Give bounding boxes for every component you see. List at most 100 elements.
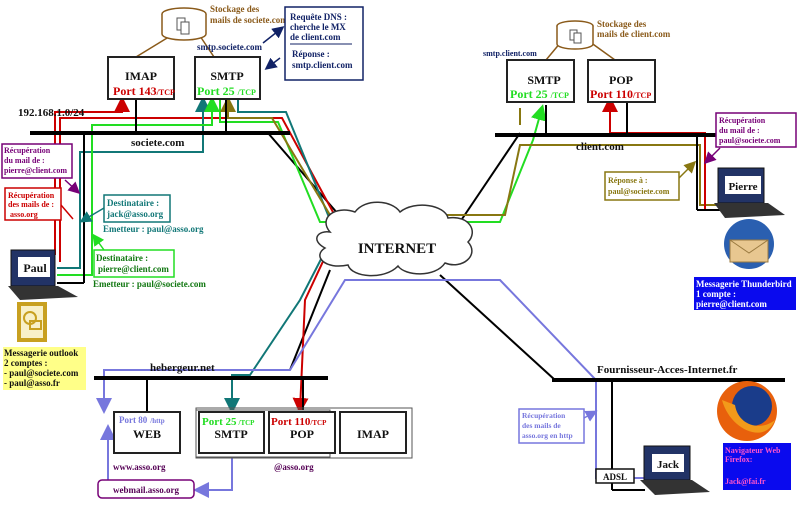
pierre-reponse-callout: Réponse à : paul@societe.com	[604, 160, 697, 201]
subnet-label: 192.168.1.0/24	[18, 107, 85, 119]
svg-text:Destinataire :: Destinataire :	[96, 253, 148, 263]
smtp-client-hostname: smtp.client.com	[483, 49, 537, 58]
client-network-label: client.com	[576, 141, 624, 153]
hebergeur-pop-server: Port 110/TCP POP	[268, 411, 336, 454]
svg-text:du mail de :: du mail de :	[4, 156, 45, 165]
smtp-societe-hostname: smtp.societe.com	[197, 42, 262, 52]
svg-text:du mail de :: du mail de :	[719, 126, 760, 135]
svg-text:Requête DNS :: Requête DNS :	[290, 12, 347, 22]
svg-text:webmail.asso.org: webmail.asso.org	[113, 485, 179, 495]
paul-emetteur-asso: Emetteur : paul@asso.org	[103, 224, 204, 234]
svg-text:IMAP: IMAP	[357, 427, 389, 441]
outlook-icon	[17, 302, 47, 342]
svg-text:Jack@fai.fr: Jack@fai.fr	[725, 477, 766, 486]
hebergeur-web-server: Port 80/http WEB	[113, 411, 181, 454]
outlook-label: Messagerie outlook 2 comptes : - paul@so…	[3, 347, 86, 390]
client-storage: Stockage des mails de client.com	[556, 19, 671, 50]
webmail-box[interactable]: webmail.asso.org	[97, 479, 195, 499]
svg-text:Récupération: Récupération	[4, 146, 51, 155]
svg-text:Port 143/TCP: Port 143/TCP	[113, 84, 175, 98]
svg-text:smtp.client.com: smtp.client.com	[292, 60, 353, 70]
paul-recup-asso-callout: Récupération des mails de : asso.org	[4, 187, 74, 221]
svg-text:Port 110/TCP: Port 110/TCP	[590, 87, 651, 101]
societe-smtp-server: SMTP Port 25/TCP	[194, 56, 261, 100]
svg-text:Pierre: Pierre	[728, 181, 757, 193]
svg-text:asso.org: asso.org	[10, 210, 38, 219]
svg-text:mails de societe.com: mails de societe.com	[210, 15, 288, 25]
adsl-box: ADSL	[595, 468, 635, 484]
svg-text:Port 25/TCP: Port 25/TCP	[197, 84, 256, 98]
pierre-recup-callout: Récupération du mail de : paul@societe.c…	[703, 112, 797, 165]
internet-cloud: INTERNET	[316, 201, 473, 277]
svg-text:des mails de :: des mails de :	[8, 200, 54, 209]
societe-storage: Stockage des mails de societe.com	[161, 4, 288, 41]
svg-text:paul@societe.com: paul@societe.com	[719, 136, 781, 145]
paul-laptop: Paul	[8, 249, 78, 300]
dns-query-box: Requête DNS : cherche le MX de client.co…	[262, 6, 364, 81]
svg-text:SMTP: SMTP	[527, 73, 560, 87]
client-smtp-server: SMTP Port 25/TCP	[506, 59, 575, 103]
svg-text:Port 80/http: Port 80/http	[119, 415, 165, 425]
svg-text:Récupération: Récupération	[522, 411, 566, 420]
firefox-icon	[717, 381, 777, 441]
svg-text:Port 25/TCP: Port 25/TCP	[202, 416, 255, 428]
svg-text:Paul: Paul	[23, 261, 47, 275]
paul-emetteur-societe: Emetteur : paul@societe.com	[93, 279, 206, 289]
paul-dest-pierre-callout: Destinataire : pierre@client.com	[92, 233, 175, 278]
hebergeur-imap-server: IMAP	[339, 411, 407, 454]
svg-text:asso.org en http: asso.org en http	[522, 431, 573, 440]
svg-text:POP: POP	[290, 427, 314, 441]
firefox-label: Navigateur Web Firefox: Jack@fai.fr	[723, 443, 791, 490]
svg-text:Port 25/TCP: Port 25/TCP	[510, 87, 569, 101]
svg-text:cherche le MX: cherche le MX	[290, 22, 346, 32]
thunderbird-label: Messagerie Thunderbird 1 compte : pierre…	[694, 277, 796, 310]
svg-text:Récupération: Récupération	[8, 191, 55, 200]
svg-text:Jack: Jack	[657, 459, 680, 471]
svg-text:Messagerie outlook: Messagerie outlook	[4, 348, 78, 358]
svg-text:Navigateur Web: Navigateur Web	[725, 446, 781, 455]
svg-text:pierre@client.com: pierre@client.com	[696, 299, 767, 309]
societe-network-label: societe.com	[131, 137, 184, 149]
svg-text:Messagerie Thunderbird: Messagerie Thunderbird	[696, 279, 792, 289]
asso-domain-label: @asso.org	[274, 462, 314, 472]
svg-text:Destinataire :: Destinataire :	[107, 198, 159, 208]
svg-text:paul@societe.com: paul@societe.com	[608, 187, 670, 196]
svg-text:- paul@asso.fr: - paul@asso.fr	[4, 378, 60, 388]
svg-text:Réponse à :: Réponse à :	[608, 176, 648, 185]
paul-dest-jack-callout: Destinataire : jack@asso.org	[79, 194, 171, 223]
svg-text:ADSL: ADSL	[603, 472, 627, 482]
jack-laptop: Jack	[640, 445, 710, 495]
drop-lines	[57, 29, 720, 491]
svg-text:mails de client.com: mails de client.com	[597, 29, 671, 39]
svg-text:de client.com: de client.com	[290, 32, 341, 42]
svg-text:jack@asso.org: jack@asso.org	[106, 209, 164, 219]
svg-text:WEB: WEB	[133, 427, 161, 441]
hebergeur-smtp-server: Port 25/TCP SMTP	[198, 411, 265, 454]
svg-text:1 compte :: 1 compte :	[696, 289, 736, 299]
svg-text:pierre@client.com: pierre@client.com	[98, 264, 169, 274]
client-pop-server: POP Port 110/TCP	[587, 59, 656, 103]
svg-text:Port 110/TCP: Port 110/TCP	[271, 416, 327, 428]
svg-text:Stockage des: Stockage des	[210, 4, 260, 14]
svg-text:Stockage des: Stockage des	[597, 19, 647, 29]
svg-text:SMTP: SMTP	[210, 69, 243, 83]
societe-imap-server: IMAP Port 143/TCP	[107, 56, 175, 100]
svg-text:POP: POP	[609, 73, 633, 87]
svg-text:des mails de: des mails de	[522, 421, 561, 430]
paul-recup-pierre-callout: Récupération du mail de : pierre@client.…	[1, 143, 81, 195]
svg-text:pierre@client.com: pierre@client.com	[4, 166, 67, 175]
pierre-laptop: Pierre	[714, 167, 785, 218]
jack-recup-callout: Récupération des mails de asso.org en ht…	[518, 408, 598, 444]
www-asso-label: www.asso.org	[113, 462, 166, 472]
thunderbird-icon	[724, 219, 774, 269]
svg-text:Firefox:: Firefox:	[725, 455, 752, 464]
svg-text:IMAP: IMAP	[125, 69, 157, 83]
svg-text:Récupération: Récupération	[719, 116, 766, 125]
fai-network-label: Fournisseur-Acces-Internet.fr	[597, 364, 738, 376]
svg-text:SMTP: SMTP	[214, 427, 247, 441]
svg-text:- paul@societe.com: - paul@societe.com	[4, 368, 79, 378]
svg-text:Réponse :: Réponse :	[292, 49, 330, 59]
internet-label: INTERNET	[358, 241, 436, 257]
hebergeur-network-label: hebergeur.net	[150, 362, 215, 374]
